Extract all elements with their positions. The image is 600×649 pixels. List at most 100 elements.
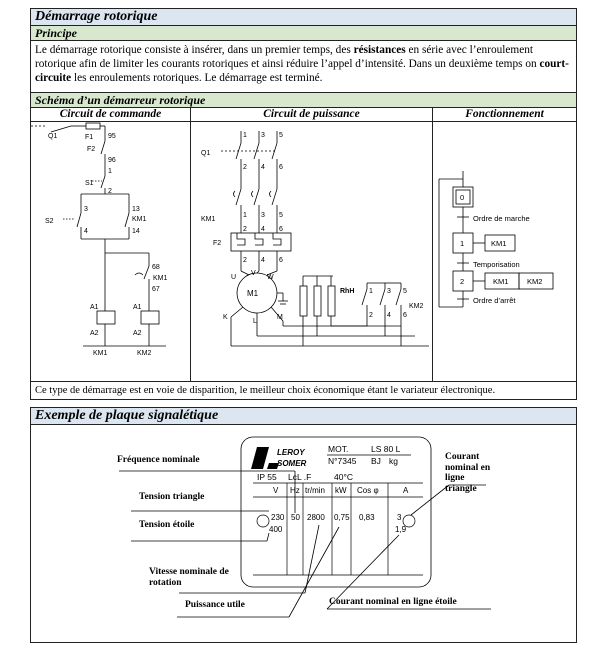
cmd-a2-label: A2 [90,330,99,337]
grafcet-step-1: 1 [460,239,464,248]
nameplate-section: Exemple de plaque signalétique LEROY SOM… [30,407,577,643]
plate-h-cos: Cos φ [357,486,379,495]
pw-km1-b4: 4 [261,226,265,233]
cmd-67-label: 67 [152,286,160,293]
function-column-header: Fonctionnement [433,108,576,122]
section-title: Démarrage rotorique [31,9,576,26]
power-column: Circuit de puissance [191,108,433,381]
brand-line1: LEROY [277,448,305,457]
plate-model: LS 80 L [371,444,401,454]
cmd-96-label: 96 [108,157,116,164]
schema-columns: Circuit de commande [31,108,576,381]
cmd-a1-label: A1 [90,304,99,311]
plate-v2: 400 [269,525,283,534]
plate-h-rpm: tr/min [305,486,325,495]
footer-note: Ce type de démarrage est en voie de disp… [31,381,576,398]
power-column-header: Circuit de puissance [191,108,432,122]
cmd-14-label: 14 [132,228,140,235]
cmd-1-label: 1 [108,168,112,175]
label-current-triangle: Courant nominal en ligne triangle [445,452,491,494]
label-power: Puissance utile [185,600,245,610]
command-column-header: Circuit de commande [31,108,190,122]
pw-f2-b2: 2 [243,257,247,264]
pw-km1-t3: 3 [261,212,265,219]
pw-km1-b2: 2 [243,226,247,233]
cmd-3-label: 3 [84,206,88,213]
principle-paragraph: Le démarrage rotorique consiste à insére… [31,41,576,93]
plate-kw: 0,75 [334,513,350,522]
plate-ip: IP 55 [257,472,277,482]
grafcet-step-0: 0 [460,193,464,202]
cmd-f2-label: F2 [87,146,95,153]
plate-cos: 0,83 [359,513,375,522]
pw-km2-b6: 6 [403,312,407,319]
pw-km1-label: KM1 [201,216,216,223]
pw-f2-label: F2 [213,240,221,247]
pw-km2-t3: 3 [387,288,391,295]
cmd-a2b-label: A2 [133,330,142,337]
plate-bj: BJ [371,456,381,466]
cmd-coil-km1: KM1 [93,350,108,357]
pw-m: M [277,314,283,321]
grafcet-trans-2: Ordre d’arrêt [473,296,516,305]
grafcet-action-km1: KM1 [491,239,506,248]
pw-f2-b6: 6 [279,257,283,264]
pw-k: K [223,314,228,321]
cmd-13-label: 13 [132,206,140,213]
pw-km2-t5: 5 [403,288,407,295]
label-frequency: Fréquence nominale [117,455,200,465]
pw-f2-b4: 4 [261,257,265,264]
pw-q1-b2: 2 [243,164,247,171]
label-triangle-voltage: Tension triangle [139,492,205,502]
grafcet-trans-0: Ordre de marche [473,214,530,223]
cmd-f1-label: F1 [85,134,93,141]
plate-lcl: LcL .F [288,472,311,482]
cmd-coil-km2: KM2 [137,350,152,357]
label-star-voltage: Tension étoile [139,520,195,530]
cmd-a1b-label: A1 [133,304,142,311]
command-circuit-diagram: Q1 F1 95 F2 96 1 S1 2 S2 3 4 13 KM1 14 6… [31,122,168,357]
pw-km2-b2: 2 [369,312,373,319]
pw-l: L [253,318,257,325]
pw-q1-t5: 5 [279,132,283,139]
plate-serial: N°7345 [328,456,357,466]
pw-q1-b6: 6 [279,164,283,171]
plate-hz: 50 [291,513,300,522]
pw-v1: V [251,270,256,277]
plate-h-v: V [273,486,279,495]
cmd-2-label: 2 [108,188,112,195]
plate-h-kw: kW [335,486,347,495]
cmd-q1-label: Q1 [48,133,57,140]
pw-km1-t5: 5 [279,212,283,219]
cmd-s1-label: S1 [85,180,94,187]
plate-kg: kg [389,456,398,466]
cmd-4-label: 4 [84,228,88,235]
plate-a1: 3 [397,513,402,522]
nameplate-title: Exemple de plaque signalétique [31,408,576,425]
pw-q1-b4: 4 [261,164,265,171]
cmd-68-label: 68 [152,264,160,271]
nameplate-diagram: LEROY SOMER MOT. LS 80 L N°7345 BJ kg IP… [119,436,491,618]
cmd-km1-label: KM1 [132,216,147,223]
grafcet-action-km2: KM2 [527,277,542,286]
rotor-start-section: Démarrage rotorique Principe Le démarrag… [30,8,577,400]
pw-km1-b6: 6 [279,226,283,233]
schema-heading: Schéma d’un démarreur rotorique [31,93,576,108]
pw-u1: U [231,274,236,281]
pw-q1-t3: 3 [261,132,265,139]
pw-rhh-label: RhH [340,288,354,295]
brand-line2: SOMER [277,459,307,468]
grafcet-trans-1: Temporisation [473,260,520,269]
plate-a2: 1,9 [395,525,407,534]
label-speed: Vitesse nominale de rotation [149,567,229,588]
power-circuit-diagram: Q1 1 3 5 2 4 6 KM1 1 3 5 2 4 6 F2 2 4 [201,131,429,347]
function-column: Fonctionnement [433,108,576,381]
pw-q1-label: Q1 [201,150,210,157]
pw-km2-b4: 4 [387,312,391,319]
plate-mot: MOT. [328,444,348,454]
pw-q1-t1: 1 [243,132,247,139]
cmd-km1b-label: KM1 [153,275,168,282]
plate-rpm: 2800 [307,513,325,522]
pw-motor-label: M1 [247,289,259,298]
plate-v1: 230 [271,513,285,522]
